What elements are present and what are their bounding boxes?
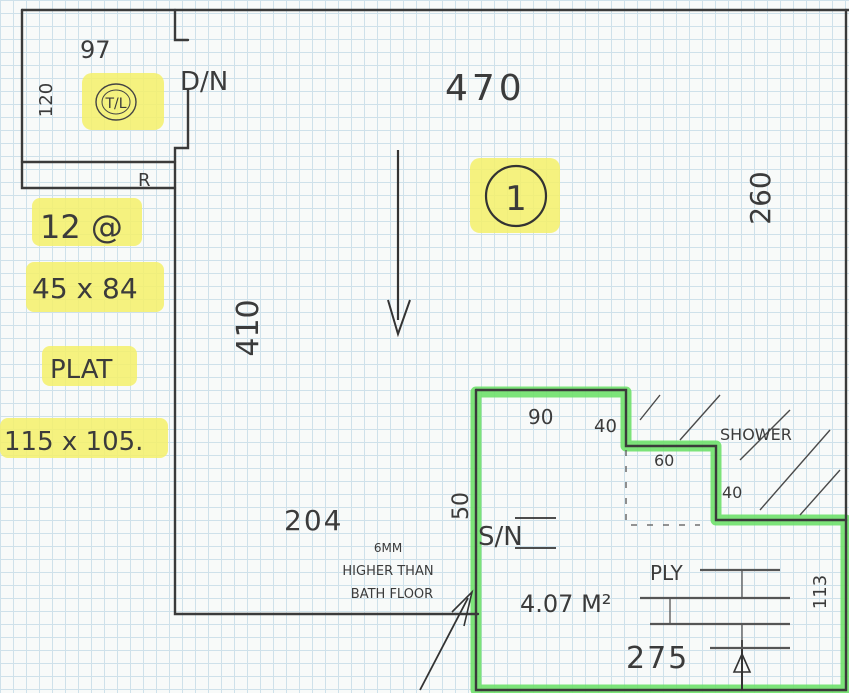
left-length-text: 410 <box>231 299 266 356</box>
ply-label-text: PLY <box>650 561 684 585</box>
bath-dim-40a-text: 40 <box>594 416 617 437</box>
bath-dim-60-text: 60 <box>654 451 674 470</box>
area-label-text: 4.07 M² <box>520 590 611 618</box>
bath-door-underline <box>515 517 556 549</box>
spec-qty-text: 12 @ <box>40 208 123 246</box>
bath-dim-90-text: 90 <box>528 405 553 429</box>
main-walls <box>20 8 849 692</box>
room-number-text: 1 <box>505 179 527 219</box>
floor-note-line1: 6MM <box>374 541 402 555</box>
joist-direction-arrow <box>387 150 411 338</box>
shower-label-text: SHOWER <box>720 425 792 444</box>
bottom-length-text: 204 <box>284 504 343 537</box>
toilet-symbol <box>95 83 137 121</box>
spec-plate-size-text: 115 x 105. <box>4 427 143 457</box>
highlight-plate <box>42 346 137 386</box>
floor-note-line3: BATH FLOOR <box>351 587 433 602</box>
bath-dim-40b-text: 40 <box>722 483 742 502</box>
highlight-qty <box>32 198 142 246</box>
spec-plate-text: PLAT <box>50 355 113 385</box>
highlight-size <box>26 262 164 312</box>
top-left-height-text: 120 <box>36 83 57 117</box>
floor-note-line2: HIGHER THAN <box>342 564 433 579</box>
spec-size-text: 45 x 84 <box>32 272 138 305</box>
top-length-text: 470 <box>445 68 526 109</box>
right-length-text: 260 <box>744 171 777 224</box>
room-number-circle <box>484 164 548 228</box>
door-top-text: D/N <box>180 67 228 97</box>
shower-hatch <box>639 394 841 516</box>
bath-door-text: S/N <box>478 522 523 552</box>
robe-mark-text: R <box>138 170 151 191</box>
ply-sheet-lines <box>640 568 790 650</box>
highlight-plate-size <box>0 418 168 458</box>
bath-height-text: 113 <box>810 575 831 609</box>
toilet-marker-text: T/L <box>104 96 126 112</box>
top-left-width-text: 97 <box>80 36 111 64</box>
bath-floor-pointer <box>419 589 474 691</box>
bath-length-text: 275 <box>626 641 689 676</box>
side-dim-50-text: 50 <box>449 492 474 520</box>
